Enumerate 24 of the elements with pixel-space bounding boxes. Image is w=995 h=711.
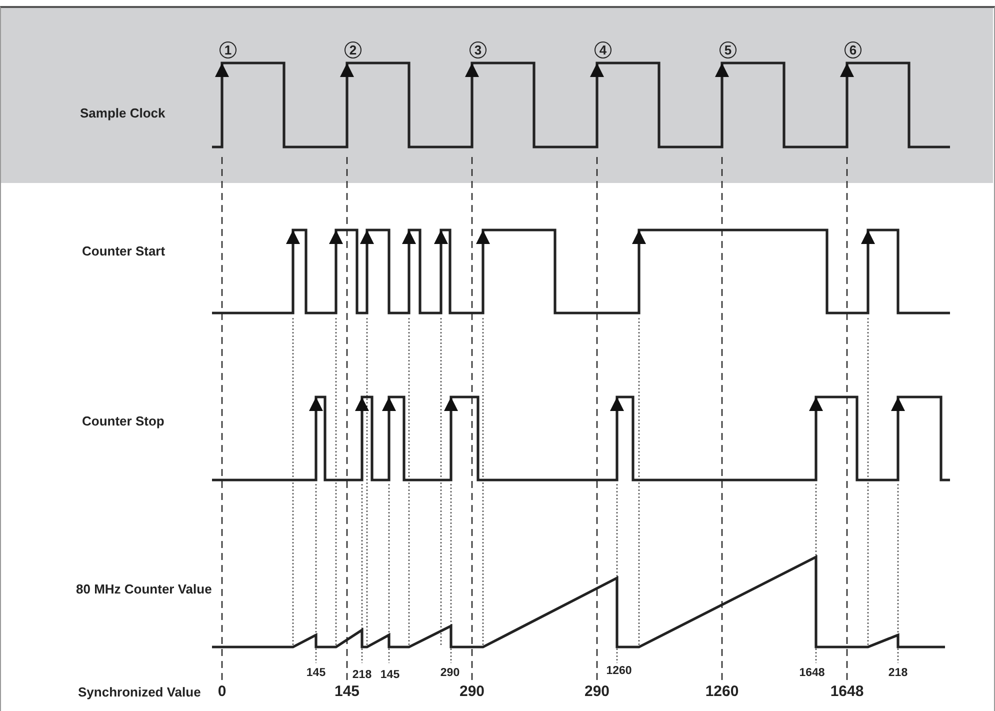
counter-value: 145 — [306, 667, 326, 679]
signal-name: Counter Stop — [82, 414, 164, 428]
signal-name: Synchronized Value — [78, 684, 201, 700]
synchronized-value: 145 — [334, 683, 360, 700]
synchronized-value: 1648 — [830, 683, 864, 700]
counter-value: 1648 — [799, 667, 825, 679]
callout-number: 2 — [344, 42, 362, 58]
synchronized-value: 1260 — [705, 683, 739, 700]
signal-name: Counter Start — [82, 244, 166, 258]
callout-number: 4 — [594, 42, 612, 58]
synchronized-value: 0 — [218, 683, 226, 700]
synchronized-value: 290 — [459, 683, 485, 700]
synchronized-value: 290 — [584, 683, 610, 700]
callout-number: 6 — [844, 42, 862, 58]
counter-value: 290 — [440, 667, 460, 679]
counter-value: 218 — [888, 667, 908, 679]
callout-number: 5 — [720, 42, 736, 58]
counter-value: 145 — [380, 669, 400, 681]
counter-value: 218 — [352, 669, 372, 681]
signal-name: 80 MHz Counter Value — [76, 582, 212, 596]
signal-name: Sample Clock — [80, 106, 166, 120]
counter-value: 1260 — [606, 665, 632, 677]
callout-number: 3 — [470, 42, 486, 58]
callout-number: 1 — [220, 42, 236, 58]
